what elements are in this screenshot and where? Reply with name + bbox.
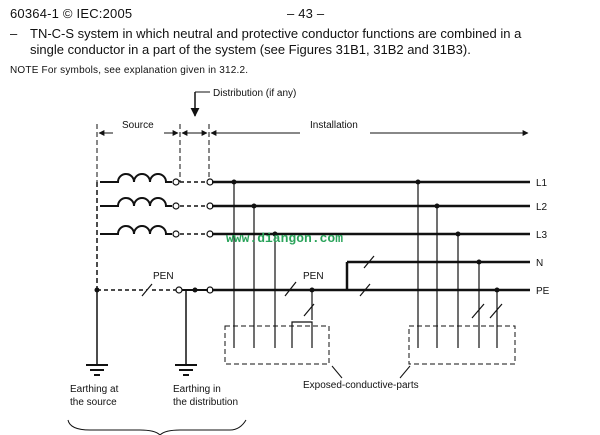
distribution-links [97,181,208,291]
terminals [172,178,214,294]
document-id: 60364-1 © IEC:2005 [10,6,133,21]
earth-distribution-label-2: the distribution [173,397,238,408]
n-tick [363,255,375,269]
source-windings [100,173,172,235]
distribution-junction [192,287,198,293]
earthing-brace [67,419,247,435]
pe-tick [359,283,371,297]
earth-source-label-2: the source [70,397,117,408]
pen-installation-label: PEN [303,271,324,282]
description-text: TN-C-S system in which neutral and prote… [30,26,595,58]
distribution-pointer: Distribution (if any) [190,88,296,117]
pen-source-label: PEN [153,271,174,282]
conductor-label-pe: PE [536,286,550,297]
pen-installation-tick [284,281,297,297]
distribution-label: Distribution (if any) [213,88,296,99]
pen-source-tick [141,283,153,297]
conductor-label-l3: L3 [536,230,548,241]
conductor-label-n: N [536,258,543,269]
watermark-text: www.diangon.com [226,231,343,246]
exposed-leader-right [399,365,411,379]
installation-conductors [212,180,530,292]
earth-source-symbol [86,364,108,376]
equipment-enclosure-right [408,325,516,365]
installation-label: Installation [310,120,358,131]
equipment-left-taps [233,182,315,348]
equipment-enclosure-left [224,325,330,365]
conductor-label-l1: L1 [536,178,548,189]
page-number: – 43 – [287,6,325,21]
earth-distribution-symbol [175,364,197,376]
exposed-leader-left [331,365,343,379]
description-line-2: single conductor in a part of the system… [30,42,471,57]
earth-distribution-label-1: Earthing in [173,384,221,395]
conductor-label-l2: L2 [536,202,548,213]
zone-boundaries [96,124,210,182]
earth-source-label-1: Earthing at [70,384,119,395]
description-line-1: TN-C-S system in which neutral and prote… [30,26,522,41]
bullet-dash: – [10,26,18,41]
note-text: NOTE For symbols, see explanation given … [10,65,249,76]
equipment-right-taps [417,182,503,348]
source-label: Source [122,120,154,131]
exposed-parts-label: Exposed-conductive-parts [303,380,419,391]
